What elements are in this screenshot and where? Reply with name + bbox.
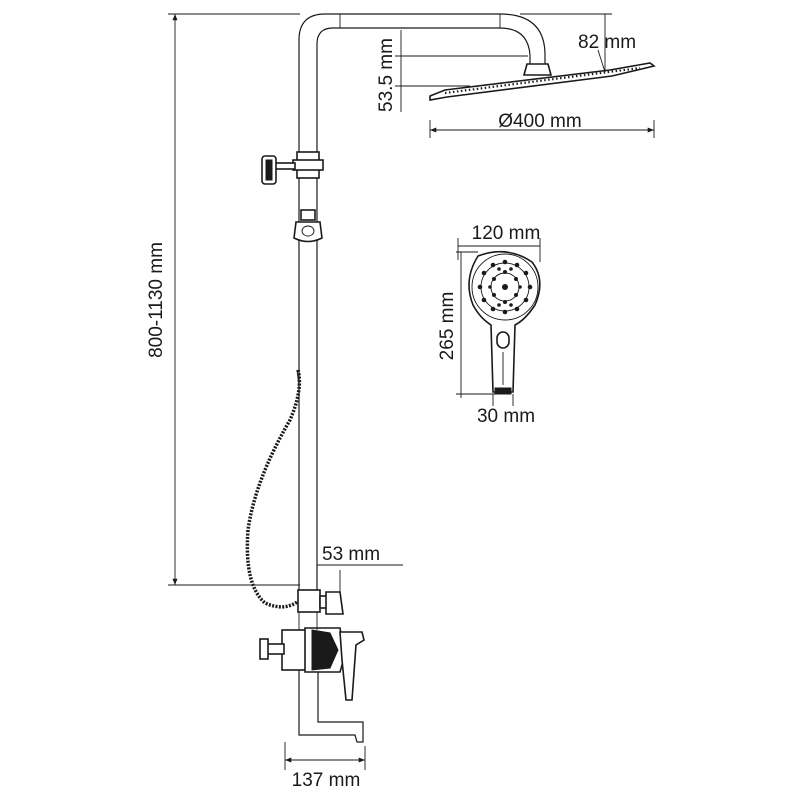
head-thickness-label: 82 mm bbox=[578, 32, 636, 53]
bar-offset-label: 53 mm bbox=[322, 544, 380, 565]
hand-handle-width-label: 30 mm bbox=[477, 406, 535, 427]
hand-length-label: 265 mm bbox=[437, 292, 458, 361]
nozzle-dots bbox=[477, 259, 533, 315]
head-diameter-dimension: Ø400 mm bbox=[429, 111, 655, 138]
hose bbox=[245, 369, 302, 609]
spout-length-dimension: 137 mm bbox=[284, 742, 366, 791]
top-diverter bbox=[261, 151, 324, 185]
hand-length-dimension: 265 mm bbox=[437, 251, 495, 398]
bath-spout bbox=[298, 670, 364, 743]
height-dimension: 800-1130 mm bbox=[146, 13, 300, 586]
head-diameter-label: Ø400 mm bbox=[498, 111, 581, 132]
hand-width-label: 120 mm bbox=[472, 223, 541, 244]
bar-offset-dimension: 53 mm bbox=[316, 544, 403, 600]
head-drop-dimension: 53.5 mm bbox=[376, 30, 528, 112]
hand-shower-detail bbox=[468, 250, 541, 395]
spout-length-label: 137 mm bbox=[292, 770, 361, 791]
riser-pipe bbox=[298, 13, 546, 590]
hand-shower-holder bbox=[293, 209, 323, 243]
hand-handle-width-dimension: 30 mm bbox=[477, 394, 535, 427]
hand-width-dimension: 120 mm bbox=[457, 223, 541, 262]
height-range-label: 800-1130 mm bbox=[146, 242, 167, 358]
overhead-shower-head bbox=[429, 62, 656, 101]
head-drop-label: 53.5 mm bbox=[376, 38, 397, 112]
hose-connector bbox=[297, 589, 344, 615]
mixer-valve bbox=[259, 612, 365, 701]
head-thickness-dimension: 82 mm bbox=[520, 13, 636, 73]
